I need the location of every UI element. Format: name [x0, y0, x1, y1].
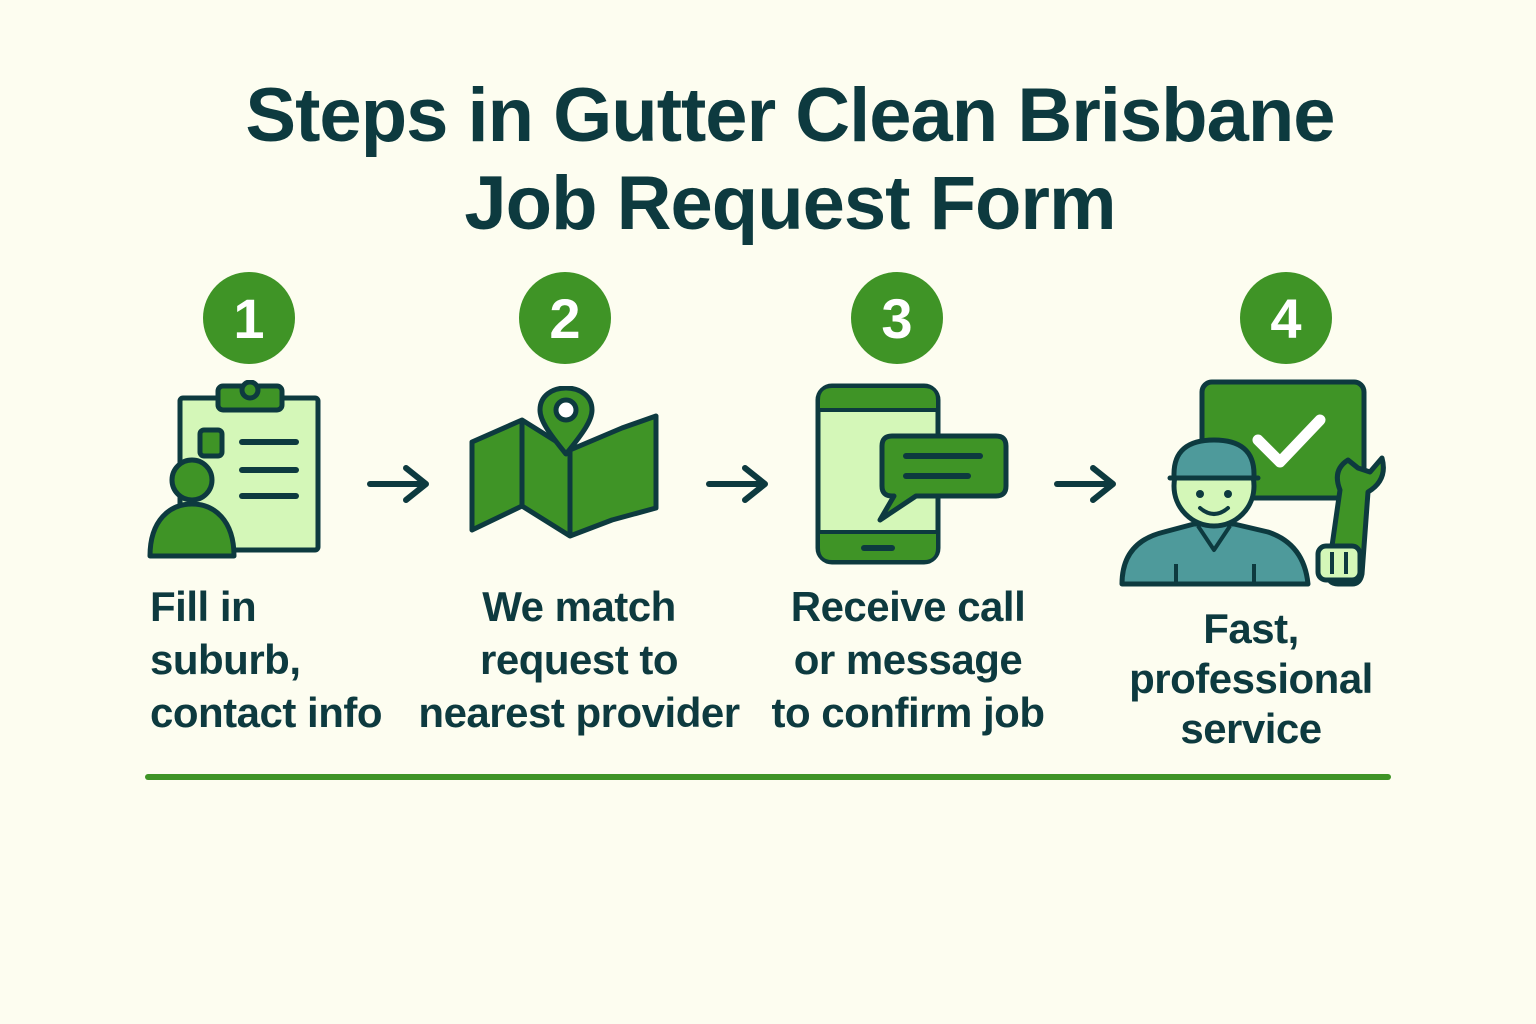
- step-1-line-2: suburb,: [150, 636, 301, 683]
- step-1-line-1: Fill in: [150, 583, 257, 630]
- title-line-2: Job Request Form: [464, 161, 1116, 246]
- step-2-line-2: request to: [479, 636, 679, 683]
- divider-line: [145, 774, 1391, 780]
- step-4-line-1: Fast,: [1203, 605, 1299, 652]
- page-title: Steps in Gutter Clean Brisbane Job Reque…: [0, 72, 1536, 248]
- step-4-line-2: professional: [1129, 655, 1373, 702]
- map-pin-icon: [469, 386, 659, 539]
- arrow-right-icon: [706, 465, 768, 503]
- step-2-line-1: We match: [482, 583, 676, 630]
- title-line-1: Steps in Gutter Clean Brisbane: [245, 73, 1335, 158]
- step-3-line-2: or message: [793, 636, 1023, 683]
- step-3-badge: 3: [851, 272, 943, 364]
- step-2-badge: 2: [519, 272, 611, 364]
- step-4-line-3: service: [1180, 705, 1322, 752]
- phone-message-icon: [815, 383, 1009, 565]
- step-1-line-3: contact info: [150, 689, 383, 736]
- step-1-label: Fill in suburb, contact info: [150, 580, 400, 739]
- step-2-label: We match request to nearest provider: [410, 580, 748, 739]
- step-4-badge: 4: [1240, 272, 1332, 364]
- step-1-badge: 1: [203, 272, 295, 364]
- step-3-line-1: Receive call: [790, 583, 1026, 630]
- step-2-line-3: nearest provider: [418, 689, 740, 736]
- step-3-line-3: to confirm job: [771, 689, 1045, 736]
- clipboard-person-icon: [147, 380, 321, 559]
- arrow-right-icon: [1054, 465, 1116, 503]
- step-4-label: Fast, professional service: [1096, 604, 1406, 754]
- technician-check-icon: [1119, 379, 1386, 587]
- arrow-right-icon: [367, 465, 429, 503]
- step-3-label: Receive call or message to confirm job: [760, 580, 1056, 739]
